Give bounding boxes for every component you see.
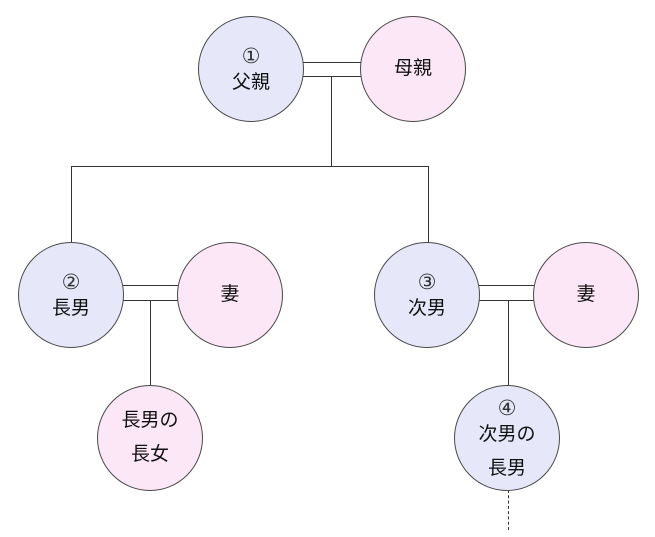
node-eldest-son-daughter: 長男の 長女	[97, 385, 203, 491]
marriage-line-eldest-son	[123, 285, 179, 286]
node-second-son-wife: 妻	[533, 242, 639, 348]
node-label: 妻	[576, 283, 596, 306]
descent-line-parents	[331, 77, 332, 167]
node-number: ④	[497, 396, 517, 421]
sibling-line	[71, 166, 429, 167]
node-label-line2: 長男	[487, 457, 526, 480]
node-number: ②	[61, 270, 81, 294]
descent-line-second-son-child	[508, 300, 509, 386]
node-eldest-son: ② 長男	[18, 242, 124, 348]
continuation-dashed-line	[508, 490, 509, 530]
descent-line-eldest-son	[71, 166, 72, 244]
node-mother: 母親	[360, 16, 466, 122]
node-label: 妻	[220, 283, 240, 306]
node-eldest-son-wife: 妻	[177, 242, 283, 348]
node-label-line1: 次男の	[478, 423, 536, 446]
marriage-line-second-son	[479, 285, 535, 286]
node-label: 次男	[407, 297, 446, 320]
node-number: ③	[417, 270, 437, 294]
marriage-line-parents	[302, 62, 362, 63]
marriage-line-eldest-son	[123, 300, 179, 301]
node-label: 長男	[51, 297, 90, 320]
node-label-line1: 長男の	[121, 409, 179, 432]
node-label-line2: 長女	[130, 443, 169, 465]
descent-line-second-son	[428, 166, 429, 244]
node-number: ①	[241, 44, 261, 68]
node-label: 母親	[393, 57, 432, 80]
node-second-son: ③ 次男	[374, 242, 480, 348]
node-label: 父親	[231, 71, 270, 94]
marriage-line-second-son	[479, 300, 535, 301]
node-second-son-son: ④ 次男の 長男	[454, 385, 560, 491]
descent-line-eldest-son-child	[150, 300, 151, 386]
marriage-line-parents	[302, 76, 362, 77]
node-father: ① 父親	[198, 16, 304, 122]
